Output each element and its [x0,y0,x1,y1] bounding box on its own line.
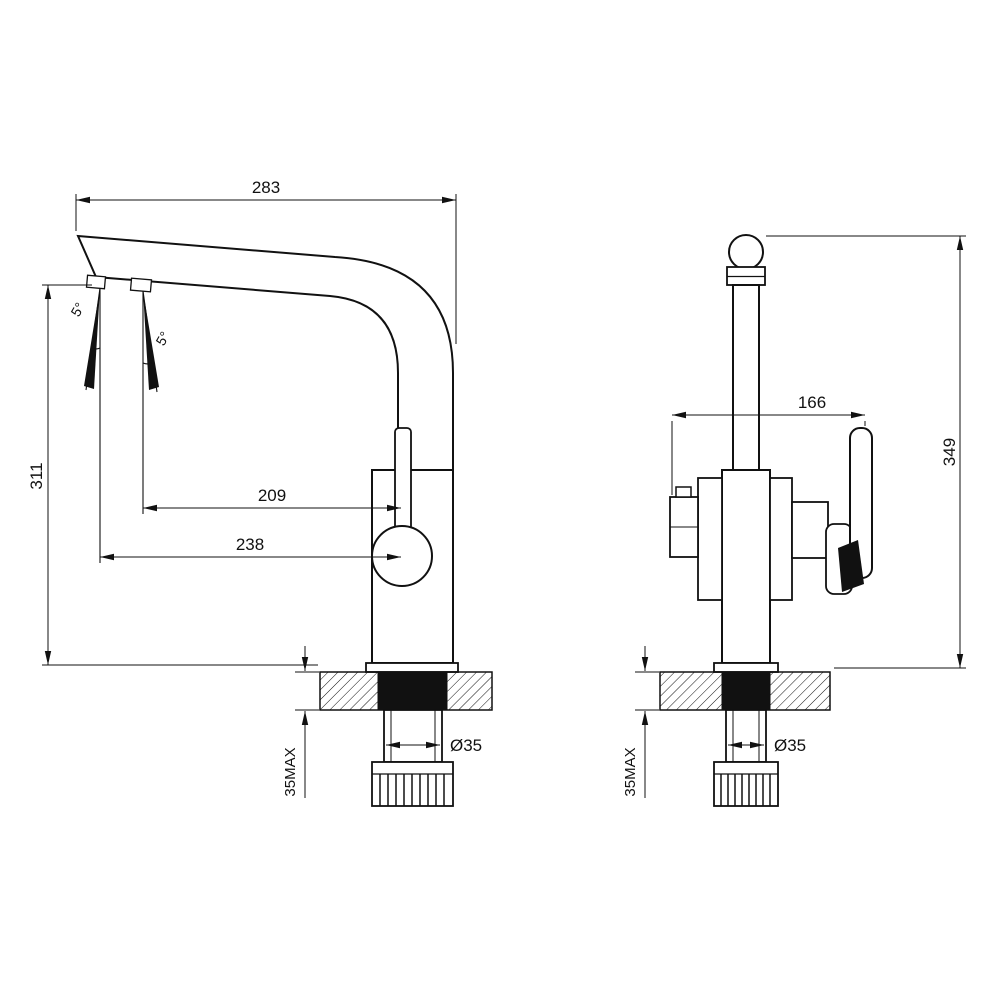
left-view-dimensions [42,194,457,798]
dim-349-label: 349 [940,438,959,466]
dim-283-label: 283 [252,178,280,197]
dim-238-label: 238 [236,535,264,554]
aerator-outlet-2 [129,277,153,293]
left-stub-nub [675,486,692,498]
right-view [659,234,873,807]
angle-label-1: 5° [67,300,88,320]
dim-209-label: 209 [258,486,286,505]
hole-diameter-label-right: Ø35 [774,736,806,755]
handle-joint-shading [838,540,864,592]
dim-311-label: 311 [27,462,46,489]
angle-arc-1 [91,347,101,350]
right-arm-plate [769,477,793,601]
left-arm-plate [697,477,723,601]
ribbed-locknut-right [713,761,779,807]
spout-cap-circle [728,234,764,270]
angle-arc-2 [142,362,154,365]
deck-thickness-label-right: 35MAX [622,747,639,796]
deck-thickness-label-left: 35MAX [282,747,299,796]
threaded-shank-left [383,709,443,763]
right-arm [791,501,829,559]
base-flange-left [365,662,459,673]
left-view [76,234,493,807]
spray-angle-annotation [84,287,159,563]
locknut-ribs-right [720,774,771,806]
spout-outline [76,234,454,471]
mounting-nut-right [721,671,771,711]
hole-diameter-label-left: Ø35 [450,736,482,755]
dim-166-label: 166 [798,393,826,412]
stream-wedge-2 [143,291,159,390]
handle-pivot-circle [371,525,433,587]
handle-lever-side [394,427,412,531]
faucet-body-front [721,469,771,664]
locknut-ribs-left [379,774,445,806]
angle-label-2: 5° [152,329,173,349]
base-flange-right [713,662,779,673]
stream-wedge-1 [84,288,100,389]
aerator-outlet-1 [85,274,107,290]
riser-column [732,284,760,471]
mounting-nut-left [377,671,448,711]
right-view-dimensions [635,235,966,798]
threaded-shank-right [725,709,767,763]
